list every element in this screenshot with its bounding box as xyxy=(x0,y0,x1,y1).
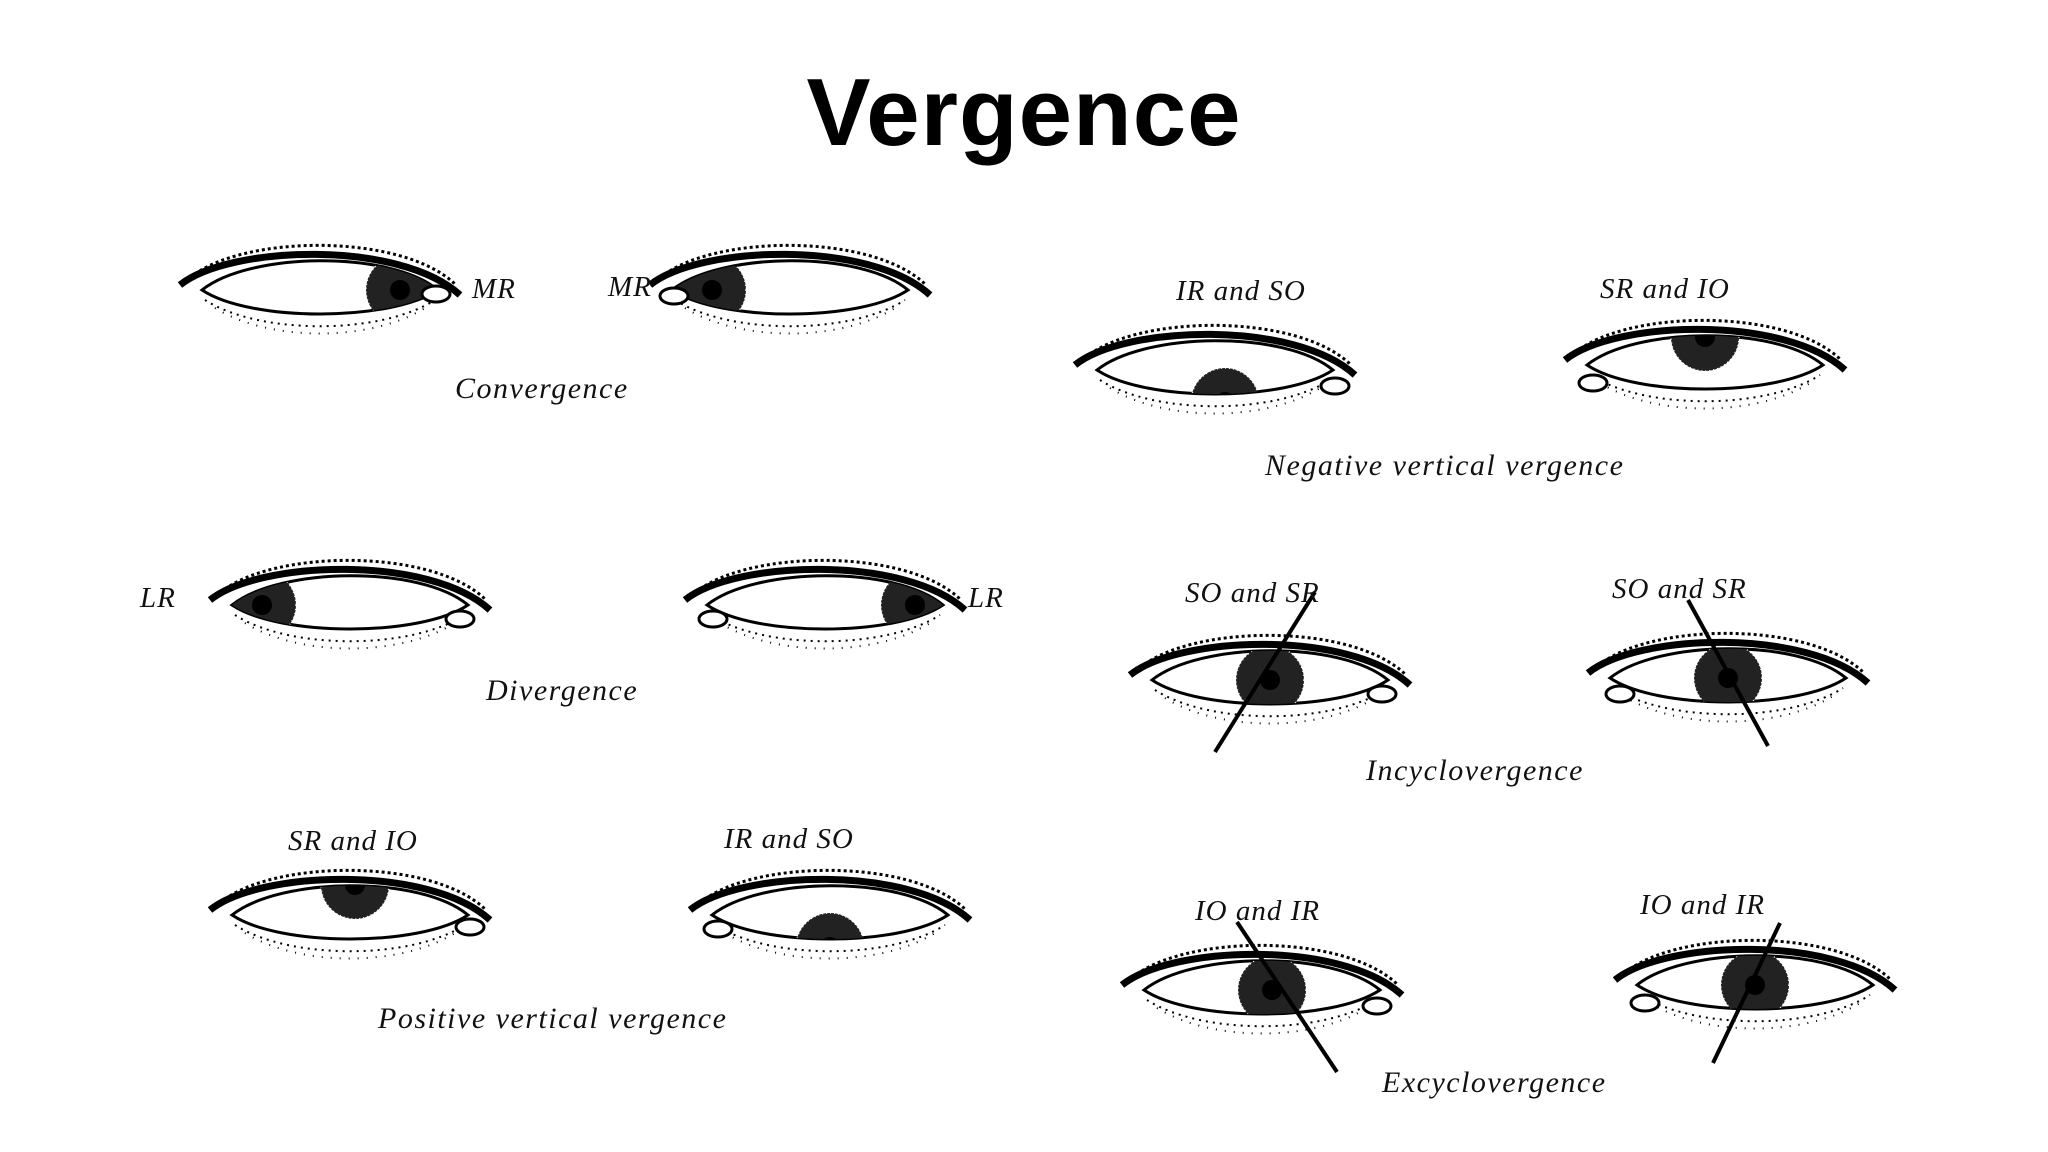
eye-right-convergence xyxy=(180,245,460,333)
divergence-caption: Divergence xyxy=(485,674,638,707)
eye-right-negative-vertical xyxy=(1075,325,1355,436)
eye-right-excyclovergence xyxy=(1122,920,1402,1074)
positive-vertical-right-label: IR and SO xyxy=(723,823,854,855)
excyclovergence-left-label: IO and IR xyxy=(1194,895,1320,927)
positive-vertical-left-label: SR and IO xyxy=(288,825,418,857)
incyclovergence-caption: Incyclovergence xyxy=(1365,754,1584,787)
eye-left-positive-vertical xyxy=(690,870,970,981)
eye-left-negative-vertical xyxy=(1565,303,1845,409)
positive-vertical-caption: Positive vertical vergence xyxy=(377,1002,727,1035)
convergence-panel: MR MR Convergence xyxy=(180,245,930,405)
eye-right-incyclovergence xyxy=(1130,590,1410,754)
negative-vertical-panel: IR and SO SR and IO Negative vertical ve… xyxy=(1075,273,1845,482)
negative-vertical-caption: Negative vertical vergence xyxy=(1264,449,1624,482)
incyclovergence-right-label: SO and SR xyxy=(1612,573,1747,605)
convergence-caption: Convergence xyxy=(455,372,629,405)
excyclovergence-panel: IO and IR IO and IR Excyclovergence xyxy=(1122,889,1895,1099)
excyclovergence-caption: Excyclovergence xyxy=(1381,1066,1607,1099)
eye-left-excyclovergence xyxy=(1615,922,1895,1064)
eye-left-incyclovergence xyxy=(1588,599,1868,747)
eye-right-positive-vertical xyxy=(210,851,490,959)
eye-left-divergence xyxy=(685,560,965,648)
negative-vertical-right-label: SR and IO xyxy=(1600,273,1730,305)
divergence-left-label: LR xyxy=(139,582,176,614)
negative-vertical-left-label: IR and SO xyxy=(1175,275,1306,307)
incyclovergence-panel: SO and SR SO and SR Incyclovergence xyxy=(1130,573,1868,787)
convergence-left-label: MR xyxy=(471,273,516,305)
positive-vertical-panel: SR and IO IR and SO Positive vertical ve… xyxy=(210,823,970,1035)
divergence-right-label: LR xyxy=(967,582,1004,614)
incyclovergence-left-label: SO and SR xyxy=(1185,577,1320,609)
eye-right-divergence xyxy=(210,560,490,648)
slide-title: Vergence xyxy=(806,59,1242,166)
eye-left-convergence xyxy=(650,245,930,333)
excyclovergence-right-label: IO and IR xyxy=(1639,889,1765,921)
divergence-panel: LR LR Divergence xyxy=(139,560,1004,707)
convergence-right-label: MR xyxy=(607,271,652,303)
